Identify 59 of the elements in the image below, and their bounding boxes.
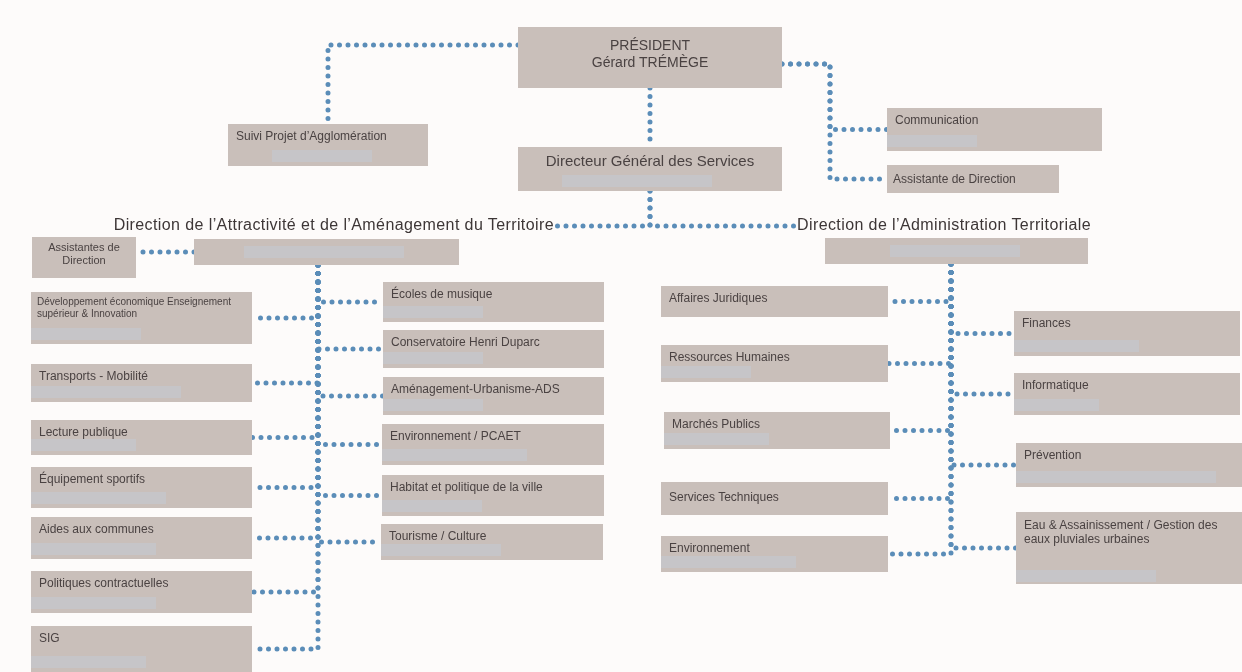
box-label: Assistantes de Direction	[47, 241, 121, 268]
box-label: Marchés Publics	[672, 417, 761, 432]
org-box	[1014, 311, 1240, 356]
org-box	[31, 626, 252, 672]
org-box	[1014, 373, 1240, 415]
org-box	[661, 286, 888, 317]
box-label: Environnement	[669, 541, 750, 556]
department-heading: Direction de l’Administration Territoriale	[797, 216, 1091, 234]
org-box	[381, 524, 603, 560]
org-box	[31, 420, 252, 455]
org-box	[383, 282, 604, 322]
org-box	[1016, 443, 1242, 487]
box-label: Développement économique Enseignement supérieur & Innovation	[37, 296, 232, 320]
org-box	[31, 571, 252, 613]
box-label: Directeur Général des Services	[545, 152, 755, 170]
org-box	[518, 147, 782, 191]
box-label: Communication	[895, 113, 979, 128]
org-box	[887, 108, 1102, 151]
box-label: Suivi Projet d’Agglomération	[236, 129, 387, 144]
box-label: Tourisme / Culture	[389, 529, 487, 544]
box-label: Aménagement-Urbanisme-ADS	[391, 382, 560, 397]
org-box	[382, 424, 604, 465]
box-label: Ressources Humaines	[669, 350, 790, 365]
org-box	[1016, 512, 1242, 584]
box-label: Aides aux communes	[39, 522, 154, 537]
org-box	[887, 165, 1059, 193]
box-label: Informatique	[1022, 378, 1089, 393]
org-box	[228, 124, 428, 166]
box-label: Transports - Mobilité	[39, 369, 148, 384]
box-label: Affaires Juridiques	[669, 291, 768, 306]
box-label: Conservatoire Henri Duparc	[391, 335, 540, 350]
box-label: Équipement sportifs	[39, 472, 146, 487]
box-label: PRÉSIDENT	[609, 37, 691, 54]
org-box	[31, 292, 252, 344]
box-label: SIG	[39, 631, 60, 646]
org-box	[661, 345, 888, 382]
org-box	[383, 377, 604, 415]
box-label: Politiques contractuelles	[39, 576, 169, 591]
org-box	[383, 330, 604, 368]
org-box	[382, 475, 604, 516]
org-box	[31, 517, 252, 559]
box-label: Eau & Assainissement / Gestion des eaux pluviales urbaines	[1024, 518, 1219, 547]
org-box	[664, 412, 890, 449]
box-label: Écoles de musique	[391, 287, 493, 302]
box-label: Habitat et politique de la ville	[390, 480, 543, 495]
org-box	[32, 237, 136, 278]
box-label: Services Techniques	[669, 490, 779, 505]
box-label: Lecture publique	[39, 425, 128, 440]
org-box	[31, 364, 252, 402]
org-box	[661, 482, 888, 515]
box-subtitle: Gérard TRÉMÈGE	[591, 53, 709, 71]
box-label: Prévention	[1024, 448, 1082, 463]
box-label: Environnement / PCAET	[390, 429, 521, 444]
box-label: Assistante de Direction	[893, 172, 1016, 187]
department-heading: Direction de l’Attractivité et de l’Aménagement du Territoire	[113, 216, 554, 234]
org-box	[518, 27, 782, 88]
org-box	[31, 467, 252, 508]
box-label: Finances	[1022, 316, 1071, 331]
org-box	[661, 536, 888, 572]
